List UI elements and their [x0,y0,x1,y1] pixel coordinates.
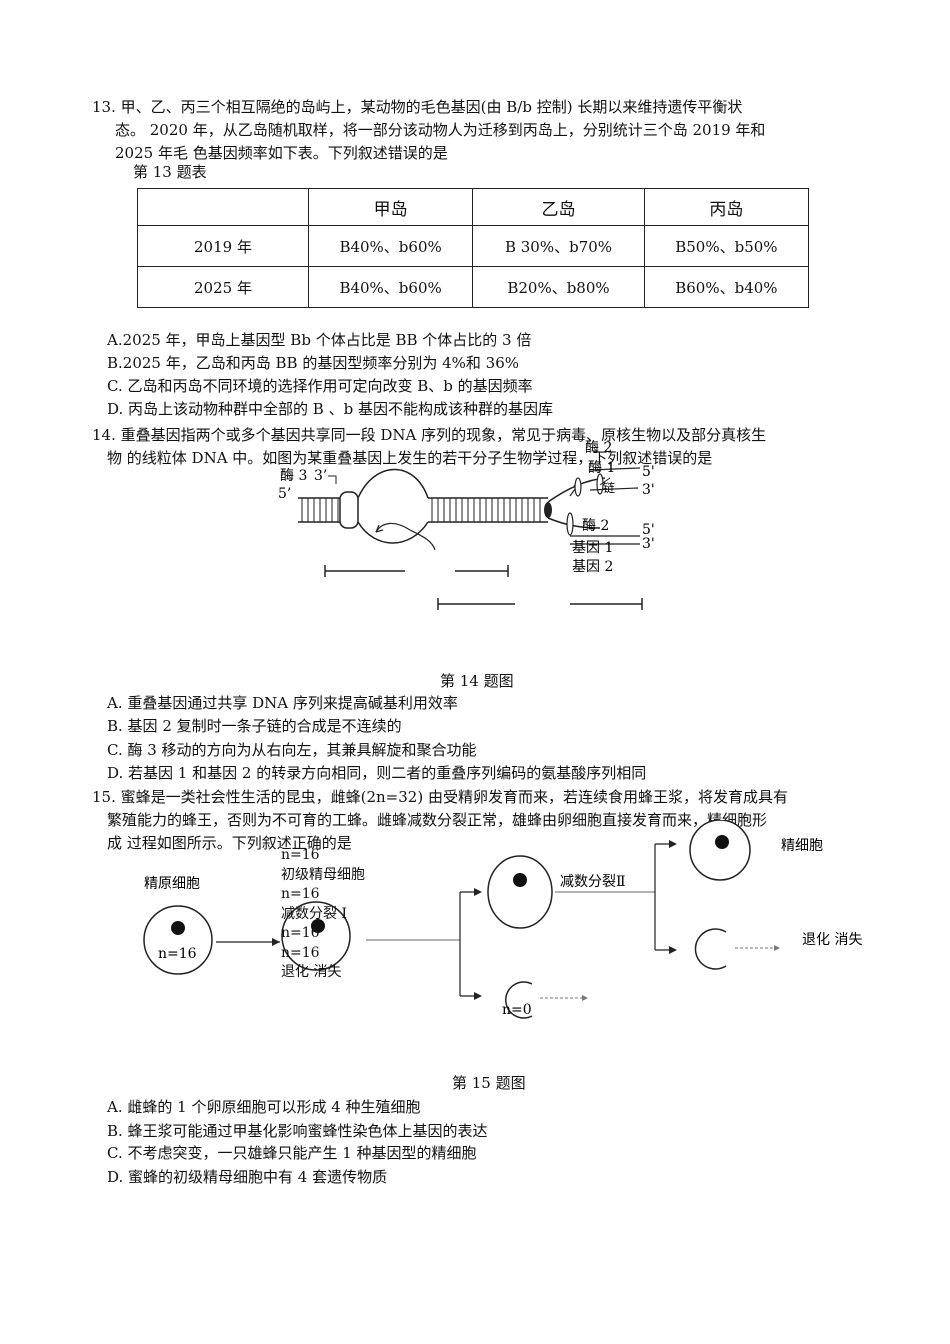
enzyme3-shape [339,491,359,529]
q14-label-gene1: 基因 1 [572,539,613,556]
q14-label-5prime-top: 5' [642,464,655,480]
q13-table: 甲岛 乙岛 丙岛 2019 年 B40%、b60% B 30%、b70% B50… [137,188,810,308]
q15-label-n16: n=16 [158,946,197,962]
degenerating-cell [694,928,727,970]
q15-label-degenerate: 退化 消失 [802,932,862,948]
q13-stem-line1: 13. 甲、乙、丙三个相互隔绝的岛屿上，某动物的毛色基因(由 B/b 控制) 长… [92,98,743,116]
q14-label-gene2: 基因 2 [572,558,613,575]
table-header-cell: 丙岛 [643,188,810,226]
q14-label-3prime-top: 3' [642,482,655,498]
q14-option-b: B. 基因 2 复制时一条子链的合成是不连续的 [107,717,402,735]
table-header-cell: 乙岛 [472,188,645,226]
q14-option-d: D. 若基因 1 和基因 2 的转录方向相同，则二者的重叠序列编码的氨基酸序列相… [107,764,647,782]
q15-label-n0: n=0 [502,1002,532,1018]
q13-option-d: D. 丙岛上该动物种群中全部的 B 、b 基因不能构成该种群的基因库 [107,400,553,418]
q14-option-c: C. 酶 3 移动的方向为从右向左，其兼具解旋和聚合功能 [107,741,477,759]
q15-stem-line1: 15. 蜜蜂是一类社会性生活的昆虫，雌蜂(2n=32) 由受精卵发育而来，若连续… [92,788,788,806]
secondary-spermatocyte-cell [487,855,553,929]
q14-option-a: A. 重叠基因通过共享 DNA 序列来提高碱基利用效率 [107,694,458,712]
q15-overlay-n16: n=16 [281,847,320,863]
q15-stem-line2: 繁殖能力的蜂王，否则为不可育的工蜂。雌蜂减数分裂正常，雄蜂由卵细胞直接发育而来，… [107,811,768,829]
q13-option-c: C. 乙岛和丙岛不同环境的选择作用可定向改变 B、b 的基因频率 [107,377,533,395]
table-header-cell [137,188,309,226]
q15-label-meiosis2: 减数分裂Ⅱ [560,874,626,890]
q14-overlapping-gene-figure: 酶 3 3’ 5’ 酶 2 酶 1 链 5' 3' 酶 2 5' 3' 基因 1… [278,440,655,610]
table-row: 2019 年 B40%、b60% B 30%、b70% B50%、b50% [137,225,810,267]
q14-stem-line2: 物 的线粒体 DNA 中。如图为某重叠基因上发生的若干分子生物学过程，下列叙述错… [107,449,713,467]
q14-label-enzyme1: 酶 1 [588,460,615,476]
primary-spermatocyte-cell [281,901,351,971]
q15-option-a: A. 雌蜂的 1 个卵原细胞可以形成 4 种生殖细胞 [107,1098,421,1116]
q13-option-a: A.2025 年，甲岛上基因型 Bb 个体占比是 BB 个体占比的 3 倍 [107,331,532,349]
table-cell: B20%、b80% [472,266,645,308]
q14-label-5prime-left: 5’ [278,486,291,502]
q14-label-enzyme3: 酶 3 [280,468,307,484]
q15-option-d: D. 蜜蜂的初级精母细胞中有 4 套遗传物质 [107,1168,388,1186]
q15-overlay-degenerate: 退化 消失 [281,964,342,980]
q14-label-3prime-left: 3’ [314,468,327,484]
table-cell: B60%、b40% [643,266,810,308]
spermatogonium-cell [143,905,213,975]
q15-overlay-labels: n=16 初级精母细胞 n=16 减数分裂 I n=16 n=16 退化 消失 [281,846,365,983]
table-header-cell: 甲岛 [307,188,474,226]
table-cell: 2019 年 [137,225,309,267]
q15-overlay-n16: n=16 [281,944,320,961]
q15-stem-line3: 成 过程如图所示。下列叙述正确的是 [107,834,352,852]
q15-option-b: B. 蜂王浆可能通过甲基化影响蜜蜂性染色体上基因的表达 [107,1122,488,1140]
q14-label-3prime-bottom: 3' [642,536,655,552]
q15-overlay-meiosis1: 减数分裂 I [281,905,347,922]
q13-stem-line3: 2025 年毛 色基因频率如下表。下列叙述错误的是 [115,144,448,162]
q14-label-enzyme2-bottom: 酶 2 [582,518,609,534]
q15-figure-caption: 第 15 题图 [452,1074,526,1092]
table-cell: B40%、b60% [307,266,474,308]
q13-option-b: B.2025 年，乙岛和丙岛 BB 的基因型频率分别为 4%和 36% [107,354,519,372]
q15-overlay-n16: n=16 [281,925,320,941]
q15-label-sperm-cell: 精细胞 [781,838,823,854]
q14-figure-caption: 第 14 题图 [440,672,514,690]
q14-stem-line1: 14. 重叠基因指两个或多个基因共享同一段 DNA 序列的现象，常见于病毒、原核… [92,426,767,444]
q14-label-enzyme2-top: 酶 2 [585,440,612,456]
q13-stem-line2: 态。 2020 年，从乙岛随机取样，将一部分该动物人为迁移到丙岛上，分别统计三个… [115,121,766,139]
table-header-row: 甲岛 乙岛 丙岛 [137,188,810,226]
table-row: 2025 年 B40%、b60% B20%、b80% B60%、b40% [137,266,810,308]
q15-option-c: C. 不考虑突变，一只雄蜂只能产生 1 种基因型的精细胞 [107,1144,477,1162]
degenerating-cell-n0 [505,981,533,1019]
q15-overlay-primary-spermatocyte: 初级精母细胞 [281,866,365,883]
table-cell: B40%、b60% [307,225,474,267]
q14-label-5prime-bottom: 5' [642,522,655,538]
sperm-cell [689,820,751,881]
q14-label-chain: 链 [603,480,615,495]
table-cell: 2025 年 [137,266,309,308]
q15-label-spermatogonium: 精原细胞 [144,876,200,892]
q13-table-caption: 第 13 题表 [133,163,207,181]
q15-spermatogenesis-figure: 精原细胞 n=16 减数分裂Ⅱ 精细胞 退化 消失 n=0 [143,820,862,1019]
q15-overlay-n16: n=16 [281,886,320,902]
table-cell: B 30%、b70% [472,225,645,267]
table-cell: B50%、b50% [643,225,810,267]
